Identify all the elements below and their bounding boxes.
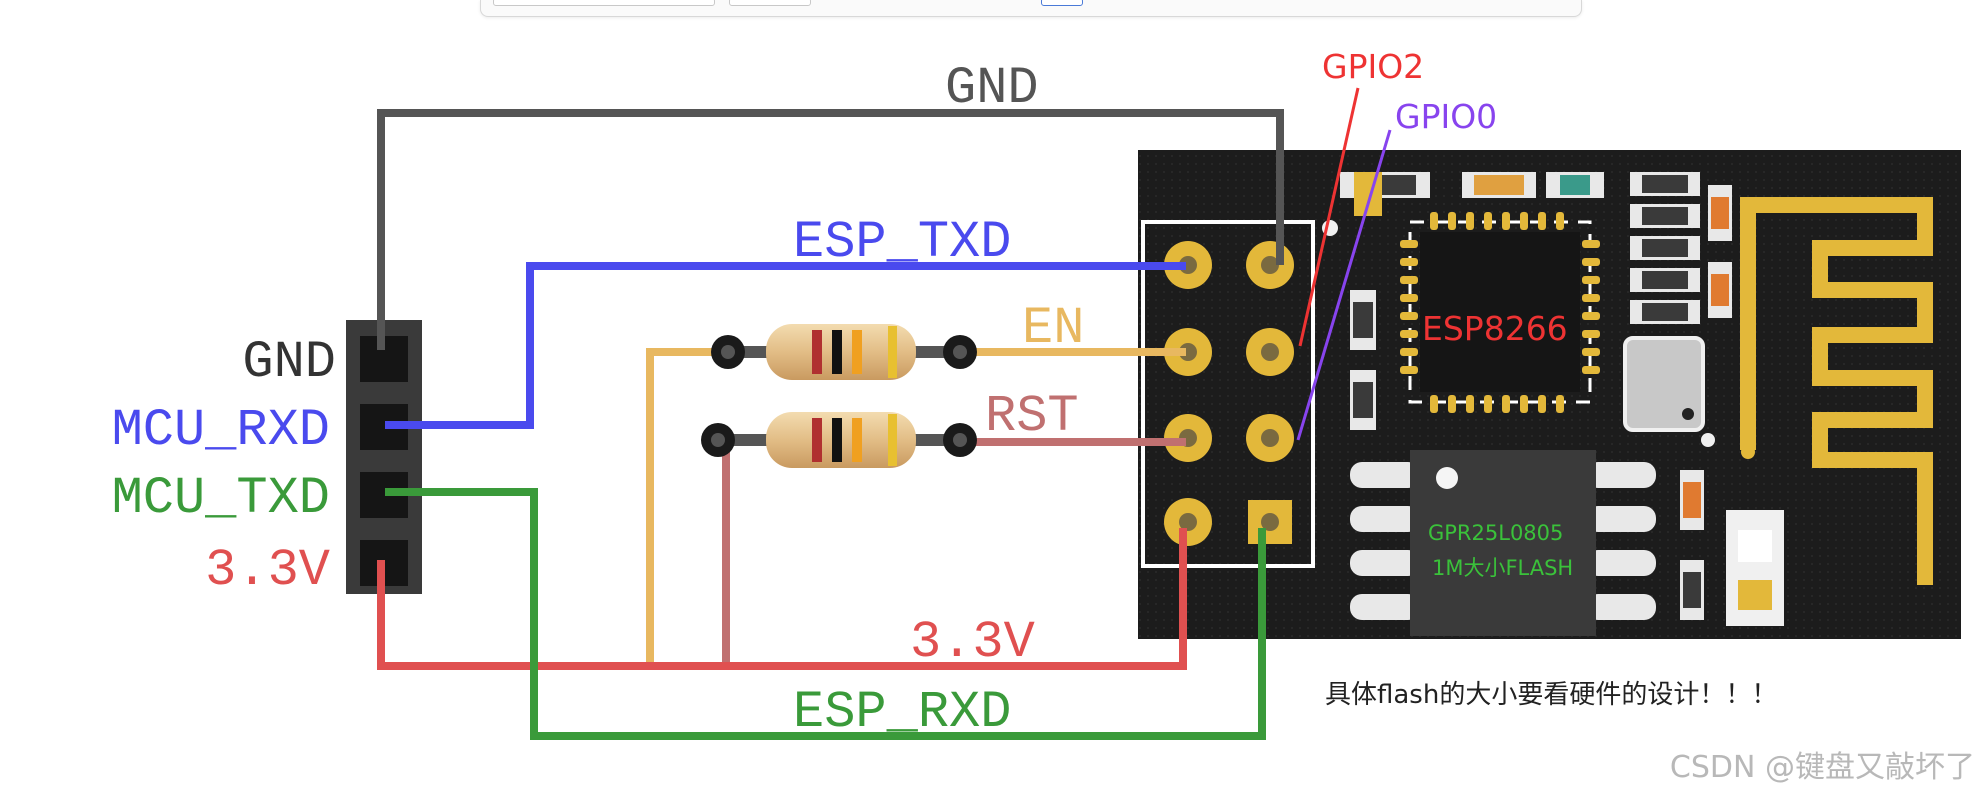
wire-vcc	[377, 528, 1187, 670]
wire-gnd	[377, 109, 1284, 350]
antenna-pad	[1741, 445, 1755, 459]
flash-size-note: 具体flash的大小要看硬件的设计！！！	[1325, 680, 1777, 710]
toolbar-field	[729, 0, 811, 6]
wire-rst	[722, 434, 735, 662]
label-esp-rxd: ESP_RXD	[793, 683, 1011, 742]
label-rst: RST	[985, 387, 1079, 446]
pin-en	[1164, 328, 1212, 376]
esp8266-chip	[1400, 212, 1600, 413]
wire-esp-txd	[385, 262, 1186, 429]
watermark: CSDN @键盘又敲坏了	[1670, 750, 1975, 785]
toolbar-button	[1041, 0, 1083, 6]
label-en: EN	[1022, 299, 1084, 358]
label-3v3-bottom: 3.3V	[910, 613, 1035, 672]
label-esp-txd: ESP_TXD	[793, 213, 1011, 272]
pin-vcc	[1164, 498, 1212, 546]
pin-gpio0	[1246, 414, 1294, 462]
pin-rst	[1164, 414, 1212, 462]
esp8266-module: ESP8266	[1138, 150, 1961, 639]
callout-line-gpio0	[1296, 129, 1392, 441]
resistor-en	[711, 324, 977, 380]
pin-rxd	[1248, 500, 1292, 544]
chip-label: ESP8266	[1422, 309, 1568, 348]
label-gnd-top: GND	[945, 59, 1039, 118]
mcu-header	[346, 320, 422, 594]
fiducial	[1701, 433, 1715, 447]
antenna-trace	[1740, 197, 1933, 585]
led	[1726, 510, 1784, 626]
header-label-3v3: 3.3V	[205, 541, 330, 600]
crystal	[1623, 336, 1705, 432]
callout-gpio0: GPIO0	[1395, 97, 1497, 136]
pin-gnd	[1246, 241, 1294, 289]
wire-esp-rxd	[385, 488, 1266, 740]
smd-components	[1340, 172, 1732, 620]
flash-label-line2: 1M大小FLASH	[1432, 556, 1573, 580]
toolbar-field	[493, 0, 715, 6]
callout-line-gpio2	[1298, 87, 1360, 347]
header-label-gnd: GND	[242, 333, 336, 392]
pin-gpio2	[1246, 328, 1294, 376]
toolbar-fragment	[480, 0, 1582, 17]
header-label-mcu-rxd: MCU_RXD	[112, 401, 330, 460]
module-pins	[1164, 241, 1294, 546]
header-label-mcu-txd: MCU_TXD	[112, 469, 330, 528]
flash-label-line1: GPR25L0805	[1428, 521, 1563, 545]
flash-chip	[1350, 450, 1656, 636]
resistor-rst	[701, 412, 977, 468]
wire-en	[646, 348, 735, 662]
callout-gpio2: GPIO2	[1322, 47, 1424, 86]
